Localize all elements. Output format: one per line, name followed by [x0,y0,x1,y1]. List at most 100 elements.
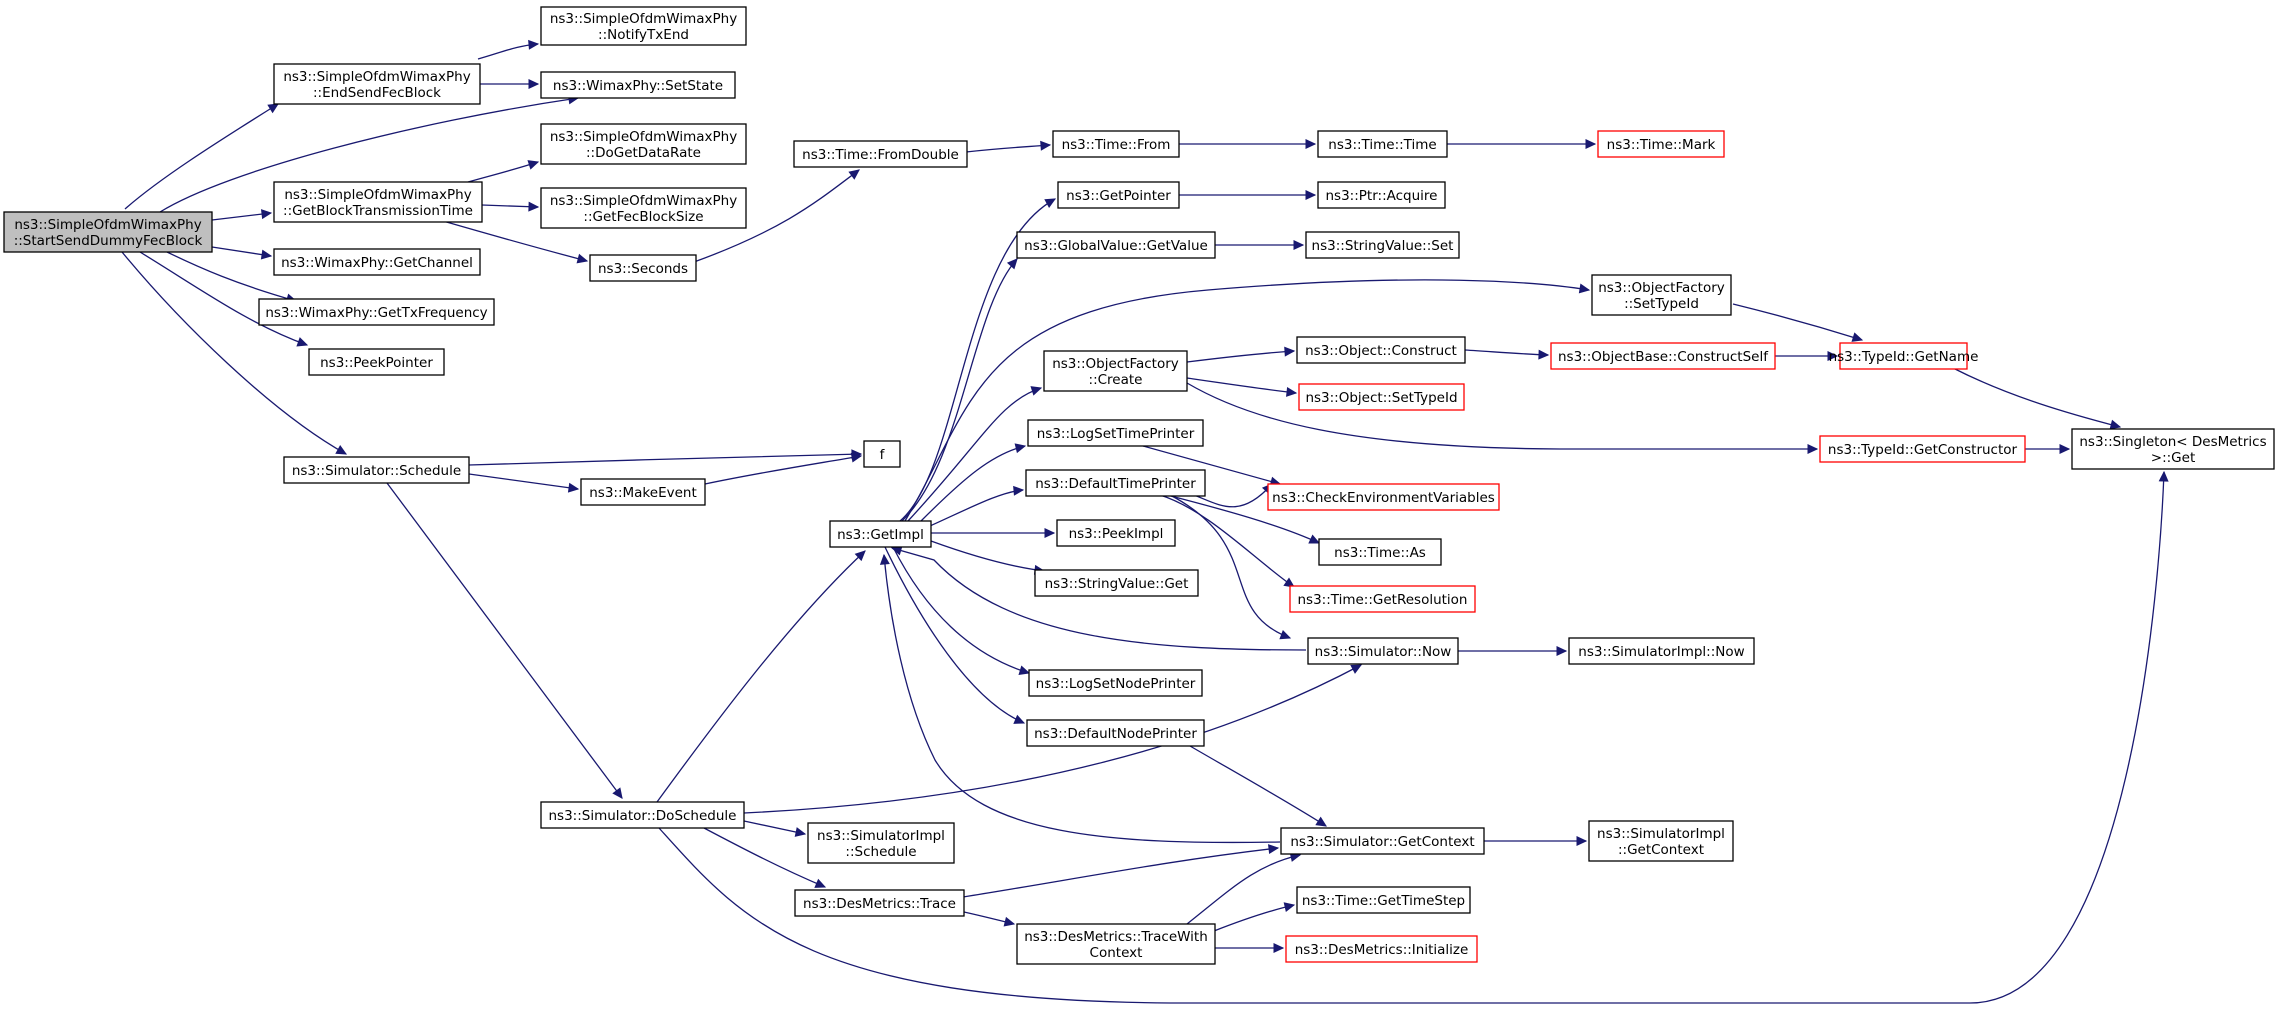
node-dogetdata[interactable]: ns3::SimpleOfdmWimaxPhy::DoGetDataRate [540,123,747,165]
node-start[interactable]: ns3::SimpleOfdmWimaxPhy::StartSendDummyF… [3,211,213,253]
node-timetime[interactable]: ns3::Time::Time [1317,130,1448,158]
arrowhead-defaultnode-to-getcontext [1315,816,1327,827]
node-ptracquire[interactable]: ns3::Ptr::Acquire [1317,181,1446,209]
node-box [1591,274,1732,316]
node-box [273,248,481,276]
node-f[interactable]: f [863,440,901,468]
node-box [1057,181,1180,209]
node-endsend[interactable]: ns3::SimpleOfdmWimaxPhy::EndSendFecBlock [273,63,481,105]
node-label: ns3::SimulatorImpl [1597,826,1725,842]
node-ofcreate[interactable]: ns3::ObjectFactory::Create [1043,350,1188,392]
node-fromdouble[interactable]: ns3::Time::FromDouble [793,140,968,168]
node-peekimpl[interactable]: ns3::PeekImpl [1056,519,1176,547]
node-getchannel[interactable]: ns3::WimaxPhy::GetChannel [273,248,481,276]
arrowhead-getimpl-to-getpointer [1044,198,1057,208]
node-stringget[interactable]: ns3::StringValue::Get [1034,569,1199,597]
node-label: ::GetBlockTransmissionTime [283,203,473,219]
node-label: ns3::GlobalValue::GetValue [1024,238,1208,254]
arrowhead-schedule-to-makeevent [567,482,580,493]
node-gettypeidctor[interactable]: ns3::TypeId::GetConstructor [1819,435,2026,463]
arrowhead-getimpl-to-defaulttime [1013,485,1025,496]
node-peekpointer[interactable]: ns3::PeekPointer [308,348,445,376]
node-label: ns3::DesMetrics::TraceWith [1024,929,1208,945]
node-defaulttime[interactable]: ns3::DefaultTimePrinter [1025,469,1206,497]
node-label: ns3::Simulator::Schedule [292,463,461,479]
edge-start-to-peekpointer [139,251,308,346]
node-box [1056,519,1176,547]
node-getpointer[interactable]: ns3::GetPointer [1057,181,1180,209]
node-getcontext[interactable]: ns3::Simulator::GetContext [1280,827,1485,855]
node-getresolution[interactable]: ns3::Time::GetResolution [1289,585,1476,613]
node-schedule[interactable]: ns3::Simulator::Schedule [283,456,470,484]
arrowhead-start-to-schedule [335,445,348,455]
arrowhead-constructself-to-typeidgetname [1827,351,1839,361]
node-box [1307,637,1459,665]
node-label: ns3::StringValue::Set [1312,238,1454,254]
node-getfec[interactable]: ns3::SimpleOfdmWimaxPhy::GetFecBlockSize [540,187,747,229]
node-getblock[interactable]: ns3::SimpleOfdmWimaxPhy::GetBlockTransmi… [273,181,483,223]
node-box [540,801,745,829]
node-singleton[interactable]: ns3::Singleton< DesMetrics >::Get [2071,428,2275,470]
node-stringset[interactable]: ns3::StringValue::Set [1305,231,1460,259]
arrowhead-start-to-endsend [267,103,280,114]
edge-ofcreate-to-gettypeidctor [1186,382,1817,450]
node-timeas[interactable]: ns3::Time::As [1318,538,1442,566]
node-defaultnode[interactable]: ns3::DefaultNodePrinter [1026,719,1205,747]
node-label: ns3::Seconds [598,261,688,277]
edge-simnow-to-getimpl [891,547,1307,651]
edge-doschedule-to-simnow [743,664,1362,814]
arrowhead-doschedule-to-simimplschedule [794,827,807,837]
node-seconds[interactable]: ns3::Seconds [589,254,697,282]
node-label: ns3::SimpleOfdmWimaxPhy [550,11,737,27]
node-simimplschedule[interactable]: ns3::SimulatorImpl::Schedule [807,822,955,864]
node-label: ::StartSendDummyFecBlock [14,233,203,249]
node-timemark[interactable]: ns3::Time::Mark [1597,130,1725,158]
node-setstate[interactable]: ns3::WimaxPhy::SetState [540,71,736,99]
node-box [3,211,213,253]
edge-doschedule-to-simimplschedule [743,820,806,835]
node-box [1289,585,1476,613]
node-constructself[interactable]: ns3::ObjectBase::ConstructSelf [1550,342,1776,370]
edge-objconstruct-to-constructself [1464,349,1549,356]
node-label: ns3::Simulator::Now [1315,644,1452,660]
node-objconstruct[interactable]: ns3::Object::Construct [1296,336,1466,364]
node-timefrom[interactable]: ns3::Time::From [1052,130,1180,158]
node-globalvalue[interactable]: ns3::GlobalValue::GetValue [1016,231,1216,259]
node-label: ns3::ObjectFactory [1598,280,1725,296]
arrowhead-defaulttime-to-getresolution [1283,577,1295,588]
node-label: ::DoGetDataRate [586,145,701,161]
node-notify[interactable]: ns3::SimpleOfdmWimaxPhy::NotifyTxEnd [540,6,747,46]
node-box [1317,130,1448,158]
node-simimplgetcontext[interactable]: ns3::SimulatorImpl::GetContext [1588,820,1734,862]
node-simimplnow[interactable]: ns3::SimulatorImpl::Now [1568,637,1755,665]
node-simnow[interactable]: ns3::Simulator::Now [1307,637,1459,665]
node-typeidgetname[interactable]: ns3::TypeId::GetName [1829,342,1979,370]
node-objsettypeid[interactable]: ns3::Object::SetTypeId [1298,383,1465,411]
node-box [807,822,955,864]
arrowhead-getimpl-to-ofsettypeid [1578,283,1591,294]
edge-schedule-to-makeevent [468,473,579,490]
arrowhead-tracewith-to-gettimestep [1283,902,1296,912]
edge-getcontext-to-getimpl [883,554,1281,844]
arrowhead-defaulttime-to-simnow [1279,629,1292,640]
node-logsetnode[interactable]: ns3::LogSetNodePrinter [1028,669,1203,697]
node-checkenv[interactable]: ns3::CheckEnvironmentVariables [1267,483,1500,511]
node-getimpl[interactable]: ns3::GetImpl [829,520,932,548]
node-desminit[interactable]: ns3::DesMetrics::Initialize [1285,935,1478,963]
node-label: ns3::SimulatorImpl [817,828,945,844]
node-gettxfreq[interactable]: ns3::WimaxPhy::GetTxFrequency [258,298,495,326]
node-desmtrace[interactable]: ns3::DesMetrics::Trace [794,889,965,917]
node-logsettime[interactable]: ns3::LogSetTimePrinter [1027,419,1204,447]
node-label: ns3::Simulator::DoSchedule [549,808,737,824]
node-doschedule[interactable]: ns3::Simulator::DoSchedule [540,801,745,829]
arrowhead-seconds-to-fromdouble [848,169,860,180]
arrowhead-doschedule-to-singleton [2158,470,2169,482]
node-label: ::EndSendFecBlock [313,85,441,101]
node-makeevent[interactable]: ns3::MakeEvent [580,478,706,506]
edge-start-to-schedule [121,251,347,455]
arrowhead-doschedule-to-simnow [1350,664,1363,674]
node-ofsettypeid[interactable]: ns3::ObjectFactory::SetTypeId [1591,274,1732,316]
node-box [1298,383,1465,411]
node-gettimestep[interactable]: ns3::Time::GetTimeStep [1296,886,1471,914]
